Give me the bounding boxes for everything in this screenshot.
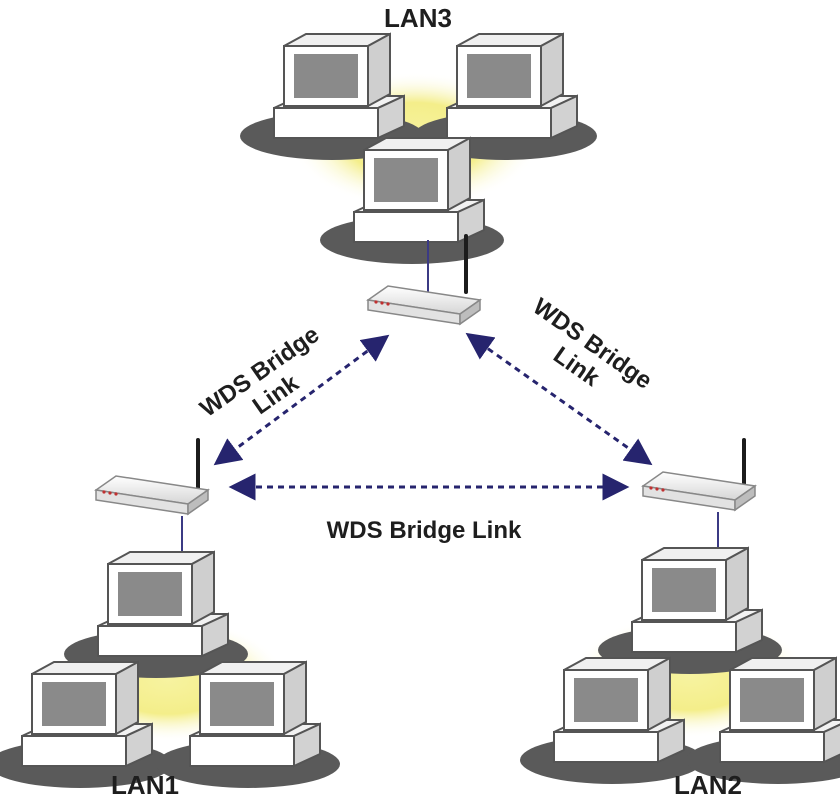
lan1-group [0, 438, 341, 789]
lan2-label: LAN2 [674, 770, 742, 800]
lan2-computer-top [597, 547, 783, 675]
lan2-router [642, 471, 756, 511]
wds-link-label-right: WDS Bridge Link [528, 293, 657, 395]
lan1-label: LAN1 [111, 770, 179, 800]
wds-link-bottom-label: WDS Bridge Link [327, 517, 522, 544]
lan1-computer-top [63, 551, 249, 679]
wds-link-lan3-lan2 [465, 332, 653, 466]
lan3-group [239, 33, 598, 325]
lan2-group [519, 438, 840, 785]
lan3-label: LAN3 [384, 3, 452, 33]
lan1-router [95, 475, 209, 515]
wds-link-lan3-lan1 [213, 334, 390, 466]
lan3-router [367, 285, 481, 325]
